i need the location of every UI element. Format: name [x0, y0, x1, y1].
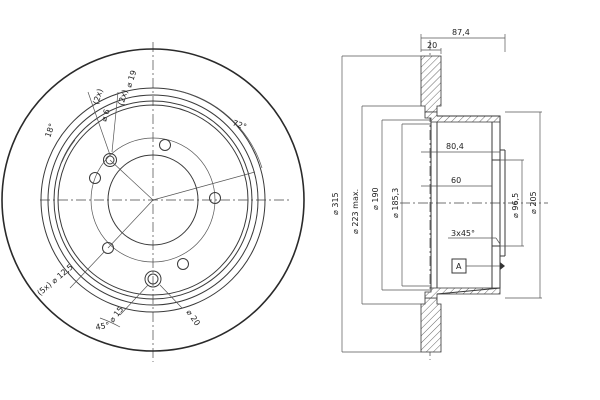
angle-arc-45 — [99, 317, 121, 328]
bolt-hole-2 — [89, 172, 101, 184]
dim-80-4-label: 80,4 — [446, 142, 464, 151]
hole-2x-phi19-dim-label: ⌀ 19 — [124, 69, 138, 88]
bolt-hole-5 — [177, 258, 189, 270]
angle-arc-72 — [174, 89, 263, 169]
dim-60-label: 60 — [451, 176, 461, 185]
rotor-flange-bottom-section — [420, 297, 442, 353]
dim-20-label: 20 — [427, 41, 437, 50]
chamfer-label: 3x45° — [451, 229, 475, 238]
chamfer-leader-tip — [495, 237, 501, 245]
bolt-hole-3 — [209, 192, 221, 204]
radial-line-right — [152, 171, 256, 201]
bolt-hole-4 — [102, 242, 114, 254]
leader-phi20 — [159, 284, 183, 309]
datum-label: A — [456, 262, 462, 271]
bolt-circle — [90, 137, 216, 263]
side-view: 87,4 20 80,4 60 ⌀ 315 ⌀ 223 max. ⌀ 190 ⌀… — [331, 28, 548, 360]
leader-phi6 — [87, 91, 111, 156]
locator-hole-upper — [105, 155, 115, 165]
angle-72-label: 72° — [231, 118, 247, 131]
bolt-hole-1 — [159, 139, 171, 151]
hole-2x-phi6-dim-label: ⌀ 6 — [99, 108, 111, 123]
leader-phi15 — [119, 284, 149, 316]
radial-line-upper — [109, 159, 154, 201]
rotor-flange-top-section — [420, 55, 442, 113]
dim-phi315-label: ⌀ 315 — [331, 192, 340, 215]
hole-2x-phi6-mult-label: (2x) — [91, 88, 105, 106]
center-bore-circle — [107, 154, 199, 246]
dim-phi205-label: ⌀ 205 — [529, 191, 538, 214]
locator-hole-lower-ring — [144, 270, 162, 288]
leader-phi19 — [111, 91, 119, 153]
braking-surface-inner-circle — [40, 87, 266, 313]
hat-outer-circle-1 — [47, 94, 259, 306]
front-view: 72° 18° 45° (2x) ⌀ 6 (2x) ⌀ 19 (5x) ⌀ 12… — [1, 42, 305, 362]
angle-45-label: 45° — [95, 321, 111, 332]
bolt-holes — [89, 139, 221, 270]
hole-5x-phi12-5-label: (5x) ⌀ 12,5 — [36, 262, 75, 297]
hat-outline — [436, 115, 501, 295]
leader-phi12-5 — [69, 251, 105, 289]
dim-phi20-label: ⌀ 20 — [184, 308, 201, 328]
hat-outer-circle-2 — [53, 100, 253, 300]
outer-rim-circle — [1, 48, 305, 352]
dim-phi96-5-label: ⌀ 96,5 — [511, 193, 520, 218]
dim-phi185-3-label: ⌀ 185,3 — [391, 188, 400, 218]
hat-wall-top-section — [424, 111, 501, 123]
locator-hole-lower — [147, 273, 159, 285]
locator-hole-upper-ring — [103, 153, 117, 167]
dim-phi190-label: ⌀ 190 — [371, 187, 380, 210]
hat-outer-circle-3 — [57, 104, 249, 296]
dim-87-4-label: 87,4 — [452, 28, 470, 37]
angle-arc-18 — [61, 139, 76, 163]
radial-line-lower-left — [107, 199, 154, 249]
datum-triangle — [500, 262, 505, 270]
angle-18-label: 18° — [43, 122, 56, 138]
dim-phi223-label: ⌀ 223 max. — [351, 189, 360, 234]
